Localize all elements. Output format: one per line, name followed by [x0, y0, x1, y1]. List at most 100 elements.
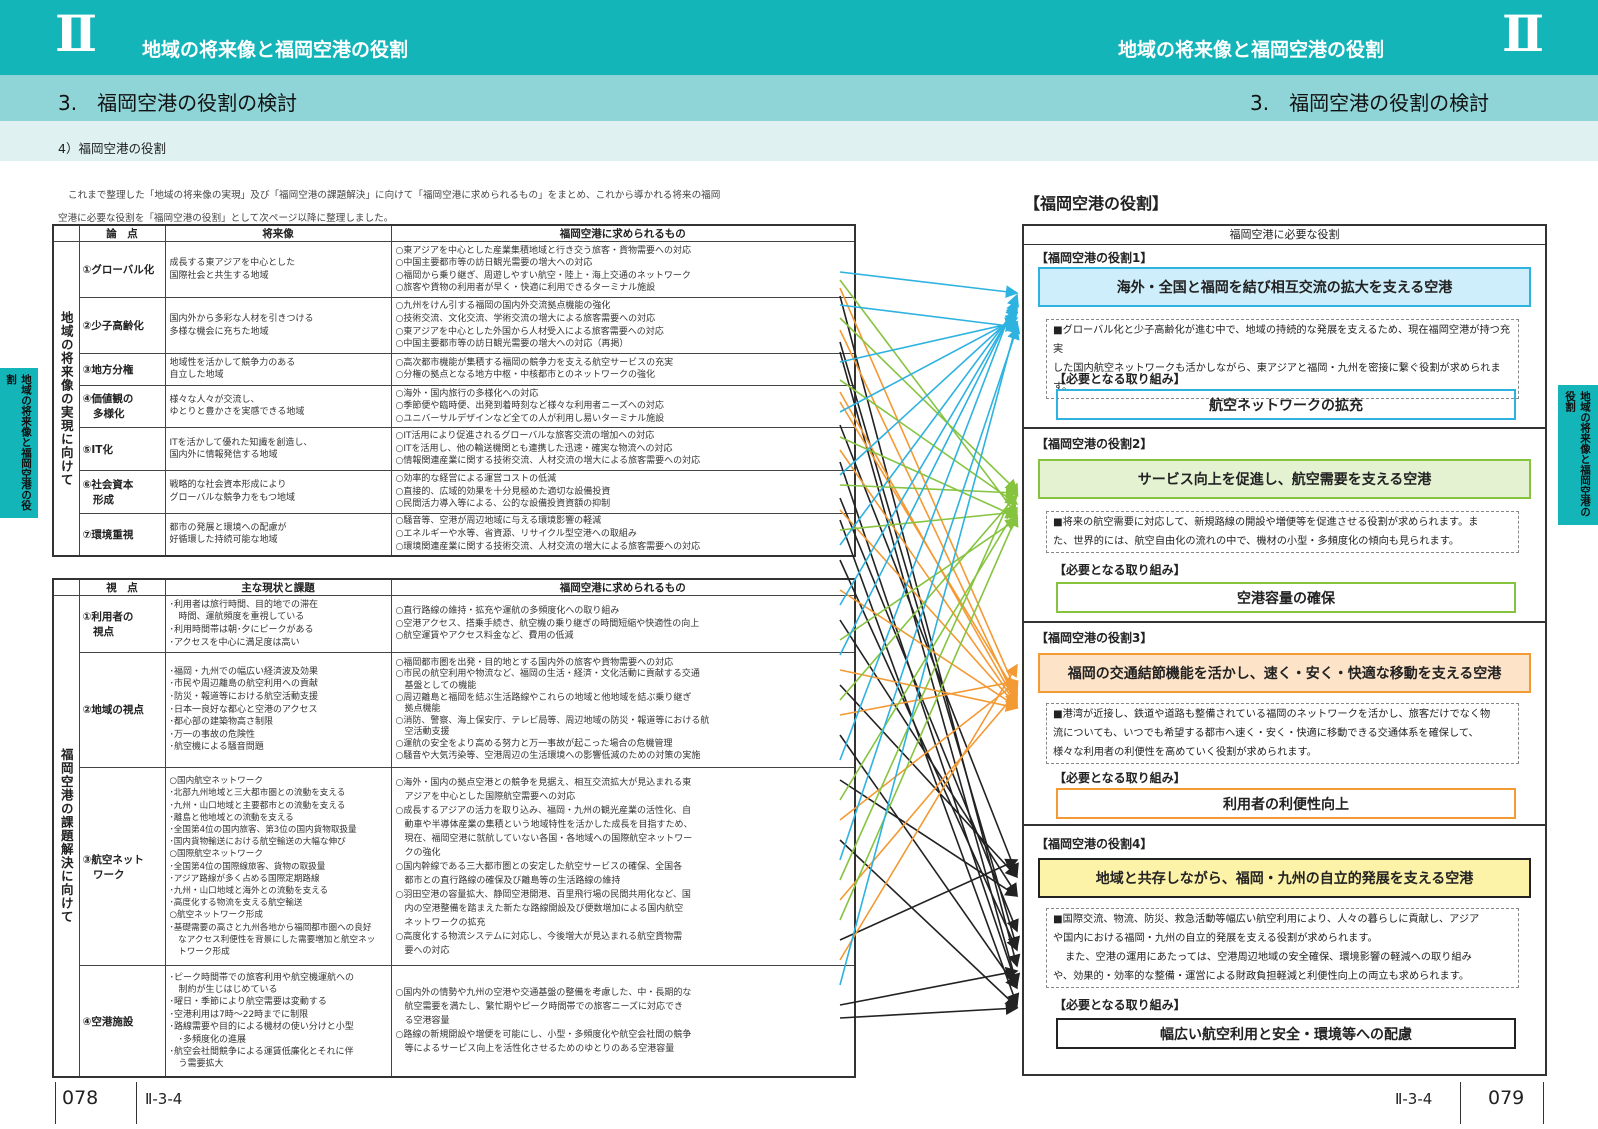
need-label: 【必要となる取り組み】: [1054, 372, 1186, 386]
desc-line: ■国際交流、物流、防災、救急活動等幅広い航空利用により、人々の暮らしに貢献し、ア…: [1053, 914, 1480, 925]
footer-rule: [136, 1082, 137, 1124]
connector-arrow: [839, 519, 1020, 1007]
connector-arrow: [839, 518, 1019, 641]
footer-rule: [1543, 1082, 1544, 1124]
role-2-description: ■将来の航空需要に対応して、新規路線の開設や増便等を促進させる役割が求められます…: [1046, 511, 1519, 553]
connector-arrow: [839, 302, 1018, 606]
need-label: 【必要となる取り組み】: [1054, 998, 1186, 1012]
connector-arrow: [839, 509, 1019, 708]
issue-line: ･福岡・九州での幅広い経済波及効果: [169, 666, 319, 677]
intro-text: これまで整理した「地域の将来像の実現」及び「福岡空港の課題解決」に向けて「福岡空…: [58, 184, 758, 230]
chapter-title-left: 地域の将来像と福岡空港の役割: [142, 39, 409, 61]
need-line: 基盤としての機能: [395, 680, 477, 691]
group-label: 地域の将来像の実現に向けて: [52, 241, 80, 557]
role-4: 【福岡空港の役割4】 地域と共存しながら、福岡・九州の自立的発展を支える空港 ■…: [1024, 824, 1545, 1076]
connector-arrow: [839, 318, 1019, 363]
subsection-title: 4）福岡空港の役割: [58, 141, 166, 156]
side-tab-right: 地域の将来像と福岡空港の役割: [1558, 385, 1598, 525]
column-header: 福岡空港に求められるもの: [390, 578, 856, 597]
connector-arrow: [839, 299, 1018, 656]
issue-line: なアクセス利便性を背景にした需要増加と航空ネッ: [169, 934, 376, 945]
connector-arrow: [839, 676, 1019, 716]
point-label: ⑥社会資本 形成: [78, 470, 166, 514]
chapter-roman-right: Ⅱ: [1502, 4, 1544, 63]
vision-line: 国内外に情報発信する地域: [169, 450, 278, 461]
issue-line: ･多頻度化の進展: [169, 1034, 247, 1045]
role-3-description: ■港湾が近接し、鉄道や道路も整備されている福岡のネットワークを活かし、旅客だけで…: [1046, 703, 1519, 764]
role-4-action: 幅広い航空利用と安全・環境等への配慮: [1056, 1018, 1516, 1049]
need-line: ○東アジアを中心とした産業集積地域と行き交う旅客・貨物需要への対応: [395, 245, 692, 256]
connector-arrow: [839, 329, 1018, 705]
table-row: 福岡空港の課題解決に向けて ①利用者の 視点 ･利用者は旅行時間、目的地での滞在…: [52, 595, 856, 1078]
vision-line: 戦略的な社会資本形成により: [169, 480, 287, 491]
desc-line: また、空港の運用にあたっては、空港周辺地域の安全確保、環境影響の軽減への取り組み: [1065, 952, 1472, 963]
need-label: 【必要となる取り組み】: [1054, 563, 1186, 577]
table-row: ⑦環境重視 都市の発展と環境への配慮が好循環した持続可能な地域 ○騒音等、空港が…: [53, 512, 856, 557]
side-tab-left: 地域の将来像と福岡空港の役割: [0, 368, 38, 518]
need-line: ○中国主要都市等の訪日観光需要の増大への対応（再掲）: [395, 339, 629, 350]
connector-arrow: [839, 513, 1019, 921]
need-line: ○技術交流、文化交流、学術交流の増大による旅客需要への対応: [395, 314, 656, 325]
need-line: 要への対応: [395, 945, 450, 956]
need-line: ○高度化する物流システムに対応し、今後増大が見込まれる航空貨物需: [395, 931, 683, 942]
connector-arrow: [839, 484, 1019, 499]
table-row: ⑤IT化 ITを活かして優れた知識を創造し、国内外に情報発信する地域 ○IT活用…: [53, 427, 856, 472]
issue-line: う需要拡大: [169, 1059, 224, 1070]
need-line: ○効率的な経営による運営コストの低減: [395, 473, 557, 484]
role-label: 【福岡空港の役割4】: [1036, 837, 1153, 851]
issue-line: ･九州・山口地域と主要都市との流動を支える: [169, 800, 346, 811]
connector-arrow: [839, 482, 1019, 881]
point-label: ⑤IT化: [78, 427, 166, 472]
role-label: 【福岡空港の役割2】: [1036, 437, 1153, 451]
need-line: ○海外・国内の拠点空港との競争を見据え、相互交流拡大が見込まれる東: [395, 777, 692, 788]
connector-arrow: [839, 734, 1018, 990]
connector-arrow: [839, 293, 1019, 761]
need-line: 内の空港整備を踏まえた新たな路線開設及び便数増加による国内航空: [395, 903, 684, 914]
issue-line: ･日本一良好な都心と空港のアクセス: [169, 704, 318, 715]
connector-arrow: [839, 424, 1019, 877]
role-3-main: 福岡の交通結節機能を活かし、速く・安く・快適な移動を支える空港: [1038, 653, 1531, 693]
page-ref-left: Ⅱ-3-4: [145, 1090, 183, 1108]
vision-line: 多様な機会に充ちた地域: [169, 326, 269, 337]
connector-arrow: [839, 497, 1019, 933]
need-line: ○周辺離島と福岡を結ぶ生活路線やこれらの地域と他地域を結ぶ乗り継ぎ: [395, 692, 692, 703]
point-label: ④空港施設: [78, 965, 166, 1078]
issue-line: ･空港利用は7時〜22時までに制限: [169, 1009, 309, 1020]
need-line: る空港容量: [395, 1016, 450, 1027]
need-line: ○羽田空港の容量拡大、静岡空港開港、百里飛行場の民間共用化など、国: [395, 889, 691, 900]
point-label: ②地域の視点: [78, 651, 166, 769]
issue-line: ･全国第4位の国内旅客、第3位の国内貨物取扱量: [169, 824, 357, 835]
need-line: ○季節便や臨時便、出発到着時刻など様々な利用者ニーズへの対応: [395, 401, 664, 412]
connector-arrow: [839, 271, 1019, 299]
issue-line: ･北部九州地域と三大都市圏との流動を支える: [169, 788, 346, 799]
point-label: ⑦環境重視: [78, 512, 166, 557]
connector-arrow: [839, 295, 1021, 968]
table-row: 地域の将来像の実現に向けて ①グローバル化 成長する東アジアを中心とした国際社会…: [52, 241, 856, 557]
need-line: ○消防、警察、海上保安庁、テレビ局等、周辺地域の防災・報道等における航: [395, 715, 710, 726]
issue-line: ･万一の事故の危険性: [169, 729, 256, 740]
vision-line: 様々な人々が交流し、: [169, 394, 260, 405]
desc-line: 流についても、いつでも希望する都市へ速く・安く・快適に移動できる交通体系を確保し…: [1053, 728, 1479, 739]
issue-line: ･利用者は旅行時間、目的地での滞在: [169, 599, 319, 610]
connector-arrow: [839, 304, 1019, 332]
point-label: ①グローバル化: [78, 241, 166, 299]
page-number-left: 078: [62, 1087, 99, 1109]
vision-line: グローバルな競争力をもつ地域: [169, 492, 296, 503]
issues-table: 視 点 主な現状と課題 福岡空港に求められるもの 福岡空港の課題解決に向けて ①…: [52, 578, 856, 1078]
desc-line: た、世界的には、航空自由化の流れの中で、機材の小型・多頻度化の傾向も見られます。: [1053, 536, 1460, 547]
point-label: ③航空ネット ワーク: [78, 767, 166, 967]
need-line: ○成長するアジアの活力を取り込み、福岡・九州の観光産業の活性化、自: [395, 805, 692, 816]
role-1: 【福岡空港の役割1】 海外・全国と福岡を結び相互交流の拡大を支える空港 ■グロー…: [1024, 245, 1545, 427]
connector-arrow: [839, 966, 1019, 1006]
connector-arrow: [839, 326, 1020, 861]
connector-arrow: [839, 317, 1019, 493]
need-line: ○国内幹線である三大都市圏との安定した航空サービスの確保、全国各: [395, 861, 683, 872]
vision-line: ITを活かして優れた知識を創造し、: [169, 437, 313, 448]
connector-arrow: [839, 559, 1019, 952]
need-line: ○路線の新規開設や増便を可能にし、小型・多頻度化や航空会社間の競争: [395, 1030, 692, 1041]
table-row: ③航空ネット ワーク ○国内航空ネットワーク･北部九州地域と三大都市圏との流動を…: [53, 767, 856, 967]
issue-line: ･航空会社間競争による運賃低廉化とそれに伴: [169, 1046, 354, 1057]
point-label: ②少子高齢化: [78, 297, 166, 355]
need-line: ○九州をけん引する福岡の国内外交流拠点機能の強化: [395, 301, 611, 312]
desc-line: や国内における福岡・九州の自立的発展を支える役割が求められます。: [1053, 933, 1378, 944]
